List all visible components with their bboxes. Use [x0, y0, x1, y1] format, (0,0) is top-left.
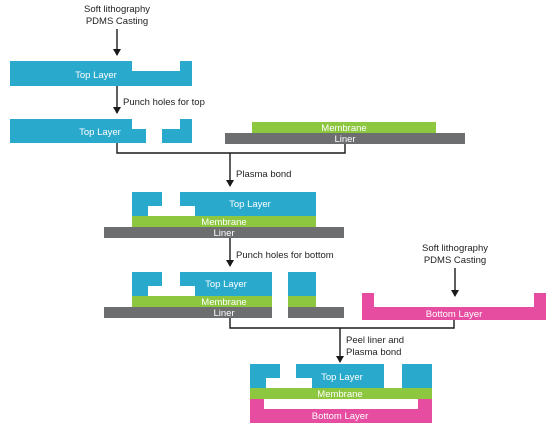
bottom-layer-final-label: Bottom Layer [312, 411, 369, 422]
top-layer-stage1-label: Top Layer [75, 70, 117, 81]
bottom-layer-final [250, 399, 432, 423]
step-cast-top-label: Soft lithography [84, 4, 150, 15]
top-layer-stage2-right [162, 119, 192, 143]
top-layer-final [250, 364, 384, 388]
liner-stage4 [104, 307, 272, 318]
membrane-final-label: Membrane [317, 389, 362, 400]
top-layer-final-right [402, 364, 432, 388]
liner-stage4-right [288, 307, 344, 318]
top-layer-stage4-right [288, 272, 316, 296]
liner-stage3-label: Liner [213, 228, 234, 239]
membrane-stage4 [132, 296, 272, 307]
top-layer-stage1 [10, 61, 192, 86]
top-layer-stage2-label: Top Layer [79, 127, 121, 138]
step-cast-bottom-label-2: PDMS Casting [424, 255, 486, 266]
merge-bracket-1 [116, 143, 346, 154]
step-peel-label: Peel liner and [346, 335, 404, 346]
membrane-stage4-label: Membrane [201, 297, 246, 308]
top-layer-stage4 [132, 272, 272, 296]
membrane-stage2 [252, 122, 436, 133]
liner-stage4-label: Liner [213, 308, 234, 319]
liner-stage2-label: Liner [334, 134, 355, 145]
liner-stage2 [225, 133, 465, 144]
membrane-stage4-right [288, 296, 316, 307]
step-punch-bottom-label: Punch holes for bottom [236, 250, 334, 261]
top-layer-stage3 [132, 192, 316, 216]
step-peel-label-2: Plasma bond [346, 347, 401, 358]
step-cast-top-label-2: PDMS Casting [86, 16, 148, 27]
top-layer-stage4-label: Top Layer [205, 279, 247, 290]
membrane-stage3 [132, 216, 316, 227]
top-layer-final-label: Top Layer [321, 372, 363, 383]
bottom-layer-stage4 [362, 293, 546, 320]
membrane-stage2-label: Membrane [321, 123, 366, 134]
bottom-layer-stage4-label: Bottom Layer [426, 309, 483, 320]
membrane-stage3-label: Membrane [201, 217, 246, 228]
membrane-final [250, 388, 432, 399]
merge-bracket-2 [229, 318, 455, 329]
step-plasma-bond-label: Plasma bond [236, 169, 291, 180]
step-punch-top-label: Punch holes for top [123, 97, 205, 108]
step-cast-bottom-label: Soft lithography [422, 243, 488, 254]
top-layer-stage3-label: Top Layer [229, 199, 271, 210]
liner-stage3 [104, 227, 344, 238]
